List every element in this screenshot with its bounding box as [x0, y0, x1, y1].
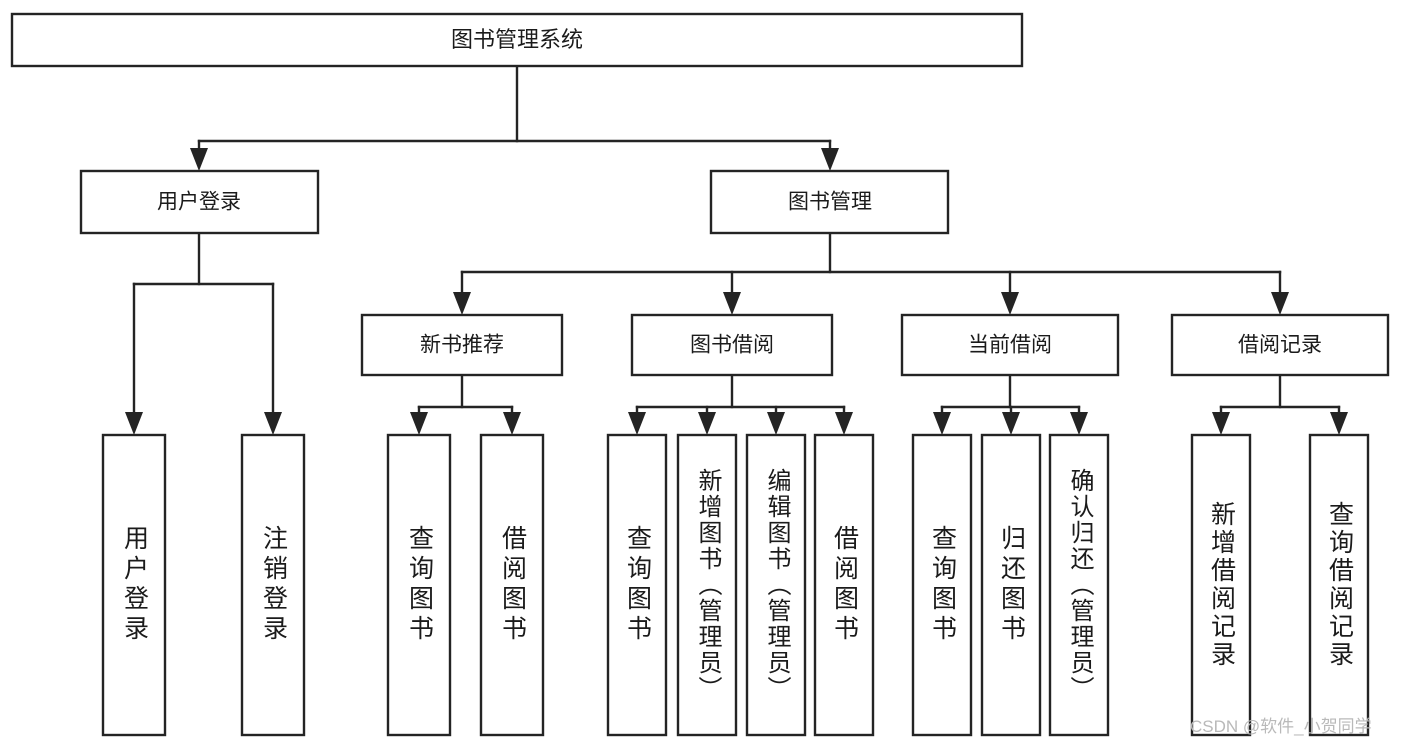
- node-leaf-return-book-box[interactable]: [980, 433, 1042, 737]
- arrow-head-leaf-query-book-3: [933, 412, 951, 435]
- node-user-login-box[interactable]: [79, 169, 320, 235]
- connector-group: [125, 64, 1348, 435]
- arrow-head-borrow-record: [1271, 292, 1289, 315]
- arrow-head-leaf-return-book: [1002, 412, 1020, 435]
- node-root[interactable]: 图书管理系统: [10, 12, 1024, 68]
- arrow-head-current-borrow: [1001, 292, 1019, 315]
- node-book-manage-label: 图书管理: [788, 191, 872, 214]
- node-book-manage[interactable]: 图书管理: [709, 169, 950, 235]
- node-borrow-record-label: 借阅记录: [1238, 334, 1322, 357]
- node-leaf-query-record-box[interactable]: [1308, 433, 1370, 737]
- node-leaf-add-record-box[interactable]: [1190, 433, 1252, 737]
- node-leaf-user-logout-box[interactable]: [240, 433, 306, 737]
- node-leaf-user-login-box[interactable]: [101, 433, 167, 737]
- node-borrow-record[interactable]: 借阅记录: [1170, 313, 1390, 377]
- leaf-node-group: [101, 433, 1370, 737]
- node-root-box[interactable]: [10, 12, 1024, 68]
- node-book-borrow[interactable]: 图书借阅: [630, 313, 834, 377]
- node-book-manage-box[interactable]: [709, 169, 950, 235]
- node-user-login-label: 用户登录: [157, 191, 241, 214]
- node-current-borrow[interactable]: 当前借阅: [900, 313, 1120, 377]
- arrow-head-user-login: [190, 148, 208, 171]
- node-new-book-recommend-label: 新书推荐: [420, 334, 504, 357]
- arrow-head-leaf-add-book: [698, 412, 716, 435]
- node-root-label: 图书管理系统: [451, 27, 583, 52]
- arrow-head-leaf-user-logout: [264, 412, 282, 435]
- node-current-borrow-box[interactable]: [900, 313, 1120, 377]
- node-leaf-edit-book-box[interactable]: [745, 433, 807, 737]
- arrow-head-leaf-query-book-1: [410, 412, 428, 435]
- node-leaf-query-book-2-box[interactable]: [606, 433, 668, 737]
- arrow-head-book-borrow: [723, 292, 741, 315]
- node-borrow-record-box[interactable]: [1170, 313, 1390, 377]
- arrow-head-new-book-recommend: [453, 292, 471, 315]
- node-new-book-recommend-box[interactable]: [360, 313, 564, 377]
- node-user-login[interactable]: 用户登录: [79, 169, 320, 235]
- node-leaf-query-book-1-box[interactable]: [386, 433, 452, 737]
- arrow-head-book-manage: [821, 148, 839, 171]
- arrow-head-leaf-add-record: [1212, 412, 1230, 435]
- arrow-head-leaf-borrow-book-2: [835, 412, 853, 435]
- arrow-head-leaf-query-record: [1330, 412, 1348, 435]
- node-leaf-add-book-box[interactable]: [676, 433, 738, 737]
- node-leaf-confirm-return-box[interactable]: [1048, 433, 1110, 737]
- arrow-head-leaf-borrow-book-1: [503, 412, 521, 435]
- node-new-book-recommend[interactable]: 新书推荐: [360, 313, 564, 377]
- node-leaf-query-book-3-box[interactable]: [911, 433, 973, 737]
- node-current-borrow-label: 当前借阅: [968, 334, 1052, 357]
- node-leaf-borrow-book-2-box[interactable]: [813, 433, 875, 737]
- arrow-head-leaf-edit-book: [767, 412, 785, 435]
- node-book-borrow-box[interactable]: [630, 313, 834, 377]
- arrow-head-leaf-query-book-2: [628, 412, 646, 435]
- arrow-head-leaf-user-login: [125, 412, 143, 435]
- arrow-head-leaf-confirm-return: [1070, 412, 1088, 435]
- watermark-text: CSDN @软件_小贺同学: [1190, 717, 1372, 736]
- node-book-borrow-label: 图书借阅: [690, 334, 774, 357]
- node-leaf-borrow-book-1-box[interactable]: [479, 433, 545, 737]
